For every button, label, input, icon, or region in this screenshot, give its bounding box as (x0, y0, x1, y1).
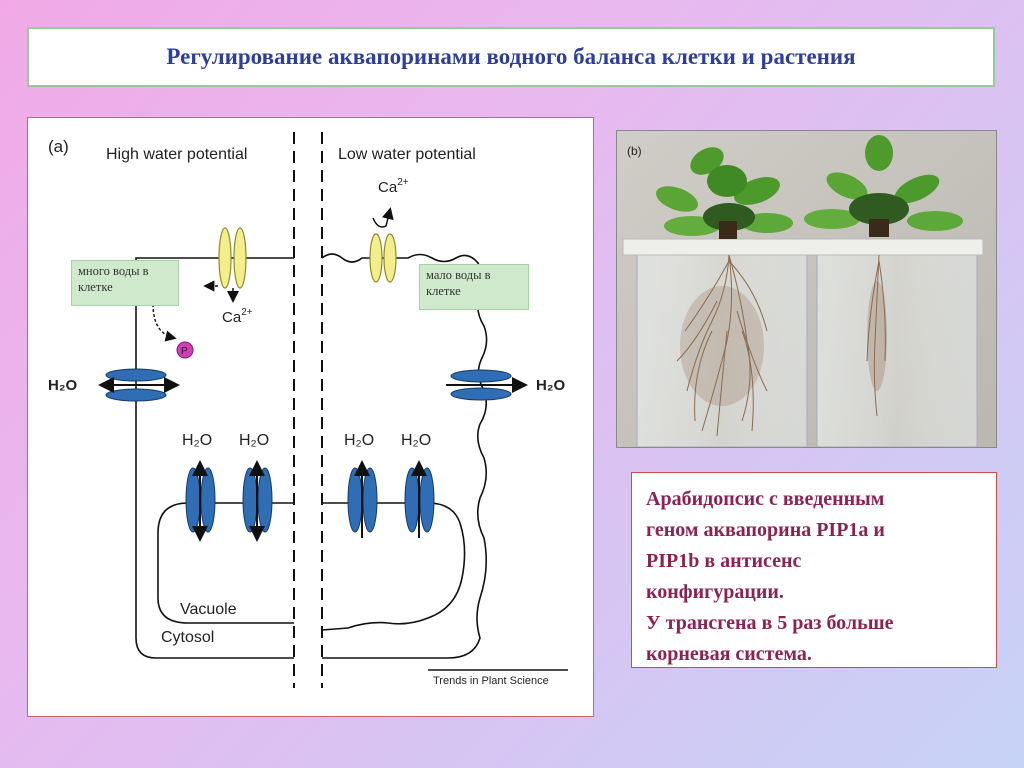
left-roots (676, 254, 768, 437)
ca-label-right: Ca2+ (378, 177, 409, 196)
aquaporin-diagram: (a) High water potential Low water poten… (27, 117, 594, 717)
low-water-potential-label: Low water potential (338, 146, 476, 163)
diagram-canvas: (a) High water potential Low water poten… (48, 132, 568, 688)
aquaporin-tonoplast-2 (242, 460, 273, 542)
right-jar (816, 248, 978, 447)
panel-a-label: (a) (48, 137, 69, 156)
right-plant (804, 135, 963, 237)
right-tonoplast (321, 502, 466, 631)
ca-channel-left (218, 227, 247, 289)
ca-channel-right (369, 233, 397, 283)
phosphate-circle (176, 341, 194, 359)
left-plant (655, 147, 793, 239)
left-tonoplast (157, 502, 294, 624)
description-line-2: геном аквапорина PIP1a и (646, 519, 885, 541)
aquaporin-pm-right (446, 369, 528, 401)
title-box: Регулирование аквапоринами водного балан… (27, 27, 995, 87)
right-roots (866, 254, 886, 417)
ca-efflux-arrow-right (372, 207, 394, 228)
h2o-right-label: H₂O (536, 377, 565, 394)
panel-b-label: (b) (627, 144, 642, 158)
source-label: Trends in Plant Science (433, 675, 549, 687)
description-box: Арабидопсис с введенным геном аквапорина… (631, 472, 997, 668)
description-line-4: конфигурации. (646, 581, 784, 603)
pk-p-arrow (152, 303, 177, 342)
vacuole-label: Vacuole (180, 601, 237, 618)
aquaporin-pm-left (98, 368, 180, 402)
h2o-left-label: H₂O (48, 377, 77, 394)
slide-title: Регулирование аквапоринами водного балан… (166, 44, 856, 69)
right-plasma-membrane (321, 253, 488, 659)
description-line-3: PIP1b в антисенс (646, 550, 802, 572)
ca-label-left: Ca2+ (222, 307, 253, 326)
aquaporin-tonoplast-3 (347, 460, 378, 538)
h2o-vacuole-label-4: H₂O (401, 432, 431, 449)
high-water-potential-label: High water potential (106, 146, 247, 163)
description-line-6: корневая система. (646, 643, 812, 665)
left-plasma-membrane (135, 257, 294, 659)
description-line-1: Арабидопсис с введенным (646, 488, 885, 510)
photo-illustration: (b) (617, 131, 996, 447)
h2o-vacuole-label-3: H₂O (344, 432, 374, 449)
phosphate-label: P (181, 346, 188, 357)
cytosol-label: Cytosol (161, 629, 214, 646)
note-high-water: много воды в клетке (71, 260, 179, 306)
h2o-vacuole-label-1: H₂O (182, 432, 212, 449)
left-jar (636, 248, 808, 447)
arabidopsis-photo: (b) (616, 130, 997, 448)
aquaporin-tonoplast-1 (185, 460, 216, 542)
description-line-5: У трансгена в 5 раз больше (646, 612, 894, 634)
aquaporin-tonoplast-4 (404, 460, 435, 538)
lid (622, 238, 984, 256)
note-low-water: мало воды в клетке (419, 264, 529, 310)
h2o-vacuole-label-2: H₂O (239, 432, 269, 449)
